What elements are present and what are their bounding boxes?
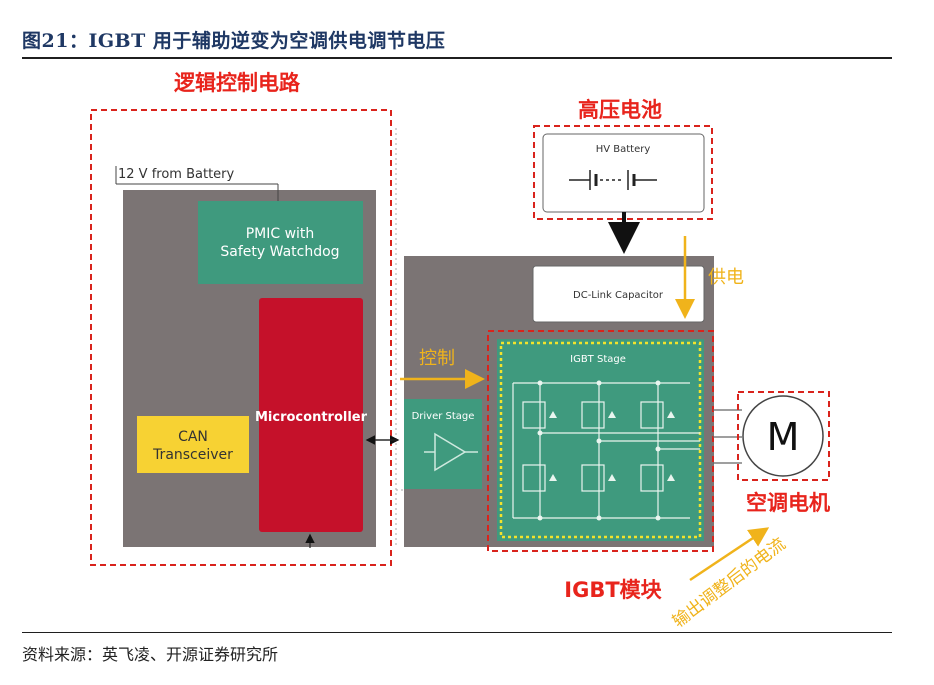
output-current-label: 输出调整后的电流 — [669, 534, 790, 632]
igbt-module-dashed-frame — [487, 330, 714, 552]
logic-circuit-label: 逻辑控制电路 — [174, 71, 301, 95]
can-line2: Transceiver — [152, 447, 233, 463]
dc-link-capacitor-block — [532, 265, 705, 323]
logic-circuit-dashed-frame — [90, 109, 392, 566]
hv-battery-label: HV Battery — [596, 144, 651, 155]
igbt-stage-dotted-frame — [499, 341, 702, 539]
igbt-module-label: IGBT模块 — [564, 578, 662, 602]
microcontroller-label: Microcontroller — [255, 410, 368, 425]
power-supply-label: 供电 — [708, 267, 744, 288]
battery-12v-label: 12 V from Battery — [118, 167, 235, 182]
figure-title: 图21：IGBT 用于辅助逆变为空调供电调节电压 — [22, 30, 446, 52]
title-rule — [22, 57, 892, 59]
pmic-line2: Safety Watchdog — [220, 244, 339, 260]
output-current-arrow — [689, 527, 770, 582]
can-line1: CAN — [178, 429, 208, 445]
hv-battery-label-cn: 高压电池 — [578, 98, 662, 122]
dc-link-label: DC-Link Capacitor — [573, 290, 664, 301]
control-label: 控制 — [419, 348, 455, 369]
driver-stage-label: Driver Stage — [412, 411, 475, 422]
battery-symbol — [569, 170, 657, 190]
source-rule — [22, 632, 892, 633]
figure-source: 资料来源：英飞凌、开源证券研究所 — [22, 645, 279, 664]
ac-motor-label: 空调电机 — [746, 491, 830, 515]
motor-dashed-frame — [737, 391, 830, 481]
driver-stage-block — [404, 399, 482, 489]
igbt-nodes — [537, 380, 661, 521]
microcontroller-block — [259, 298, 363, 532]
motor-symbol: M — [767, 415, 800, 459]
igbt-stage-label: IGBT Stage — [570, 354, 626, 365]
pmic-line1: PMIC with — [246, 226, 315, 242]
igbt-diodes — [549, 411, 675, 481]
can-transceiver-block — [137, 416, 249, 473]
motor-circle — [742, 395, 824, 477]
pmic-block — [198, 201, 363, 284]
